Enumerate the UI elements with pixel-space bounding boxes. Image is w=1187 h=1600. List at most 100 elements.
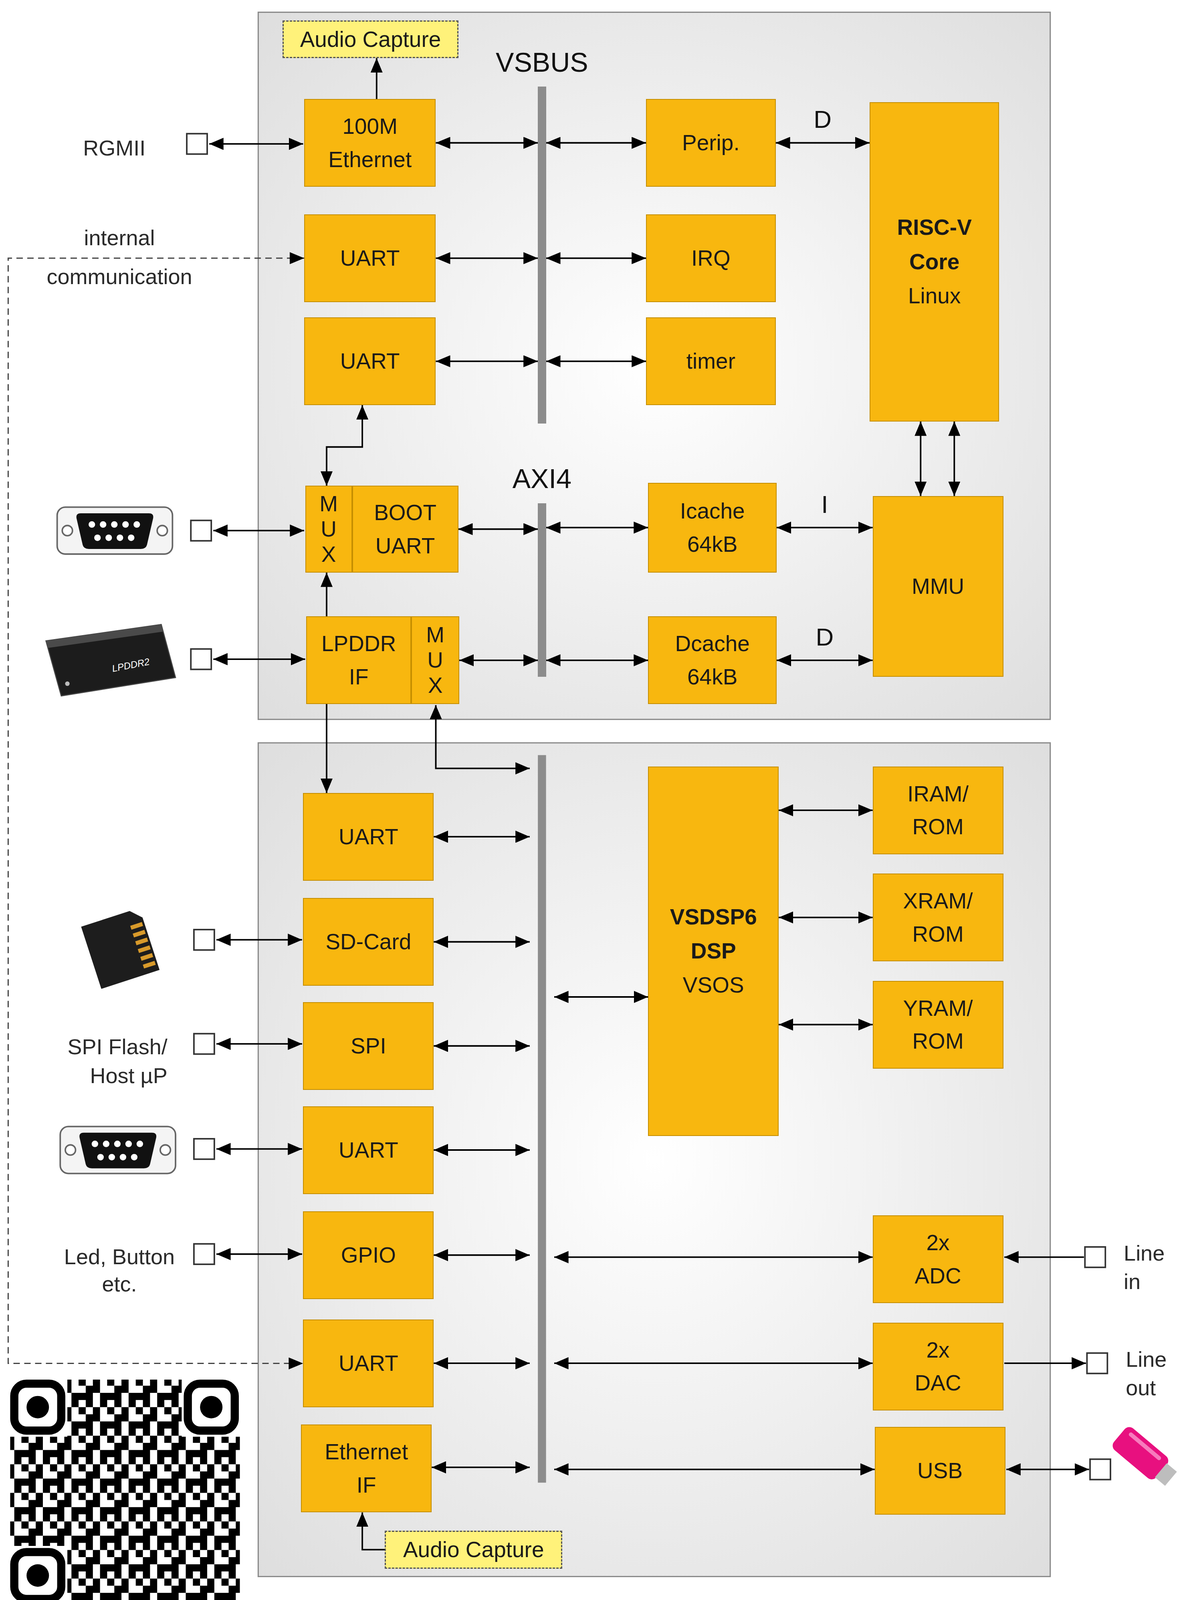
block-label: Dcache 64kB [673,627,751,694]
bus-arrow [436,705,530,769]
bus-arrow [433,1149,530,1151]
port-square [193,1138,215,1160]
sd-contact [130,922,144,930]
port-arrow [1004,1256,1085,1258]
connector [546,659,649,662]
block-box: Ethernet IF [300,1424,432,1513]
connector [775,142,870,144]
port-arrow [1006,1468,1089,1471]
port-arrow [213,658,305,661]
connector [326,405,363,486]
block-label: Audio Capture [403,1536,545,1563]
connector [436,360,539,363]
block-box: 100M Ethernet [304,98,437,187]
block-box: 2x ADC [872,1215,1004,1304]
bus-name: VSBUS [495,46,589,78]
block-box: SD-Card [302,898,434,986]
dashed-box: Audio Capture [384,1530,563,1569]
block-label: Linux [908,278,961,313]
block-label: USB [917,1454,963,1488]
port-square [190,520,212,542]
connector [778,916,873,919]
usb-stick-icon [1110,1424,1181,1490]
block-box: M U X [411,616,460,705]
qr-finder-eye [26,1396,49,1419]
usb-plug [1154,1463,1177,1486]
block-box: UART [304,214,437,303]
port-label: RGMII [82,135,146,162]
bus-letter: D [813,104,832,134]
block-box: GPIO [302,1211,434,1300]
port-square [1086,1353,1108,1374]
block-box: IRAM/ ROM [872,766,1004,855]
db9-connector-icon [60,1126,176,1174]
bus-bar: AXI4 [537,503,546,677]
block-box: M U X [305,485,353,573]
block-label: M U X [317,491,340,568]
port-label: Led, Button etc. [54,1243,185,1298]
dashed-box: Audio Capture [282,20,459,59]
block-label: IRAM/ ROM [899,777,977,844]
connector [919,421,922,497]
block-box: BOOT UART [352,485,459,573]
block-label: UART [338,1346,399,1381]
qr-finder-ground [8,1377,68,1438]
qr-finder-ground [8,1546,68,1600]
bus-letter: D [815,622,834,652]
bus-arrow [554,996,649,998]
block-label: 2x ADC [910,1226,966,1293]
block-label: Ethernet IF [320,1435,413,1502]
sd-contact [132,929,146,938]
chip-bevel [46,624,164,649]
block-label: Perip. [682,126,740,160]
port-arrow [1004,1362,1087,1365]
qr-finder-eye [199,1396,223,1419]
qr-finder-ground [181,1377,241,1438]
connector [546,360,647,363]
bus-bar [537,754,546,1483]
bus-name: AXI4 [512,462,572,495]
db9-connector-icon [57,507,173,555]
connector [458,528,539,531]
block-label: timer [686,344,736,378]
connector [375,58,378,99]
bus-arrow [433,1254,530,1256]
port-arrow [213,529,305,532]
block-box: 2x DAC [872,1322,1004,1411]
connector [776,659,873,662]
block-label: 100M Ethernet [320,109,420,176]
block-label: IRQ [691,241,731,275]
block-box: UART [304,317,437,406]
connector [362,1512,385,1550]
block-box: LPDDR IF [306,616,412,705]
sd-card-body [80,908,160,990]
block-label: SD-Card [325,925,412,959]
bus-arrow [433,941,530,943]
bus-arrow [554,1256,873,1258]
sd-contact [140,953,154,961]
port-arrow [216,1043,303,1045]
port-arrow [216,938,303,941]
qr-finder [187,1383,235,1431]
qr-finder [14,1552,62,1599]
port-square [1090,1459,1111,1480]
block-box: YRAM/ ROM [872,981,1004,1069]
block-box: UART [302,1106,434,1195]
block-box: Dcache 64kB [648,616,777,705]
block-label: VSDSP6 DSP [663,900,764,969]
block-label: VSOS [682,968,745,1003]
port-label: Line in [1123,1239,1178,1297]
block-box: MMU [872,496,1004,677]
block-box: VSDSP6 DSPVSOS [648,766,779,1137]
block-label: RISC-V Core [892,210,977,279]
connector [459,659,538,662]
port-arrow [216,1148,303,1151]
block-box: UART [302,1319,434,1408]
port-square [1084,1247,1106,1268]
connector [436,142,539,144]
block-box: timer [645,317,776,406]
block-box: Perip. [645,98,776,187]
